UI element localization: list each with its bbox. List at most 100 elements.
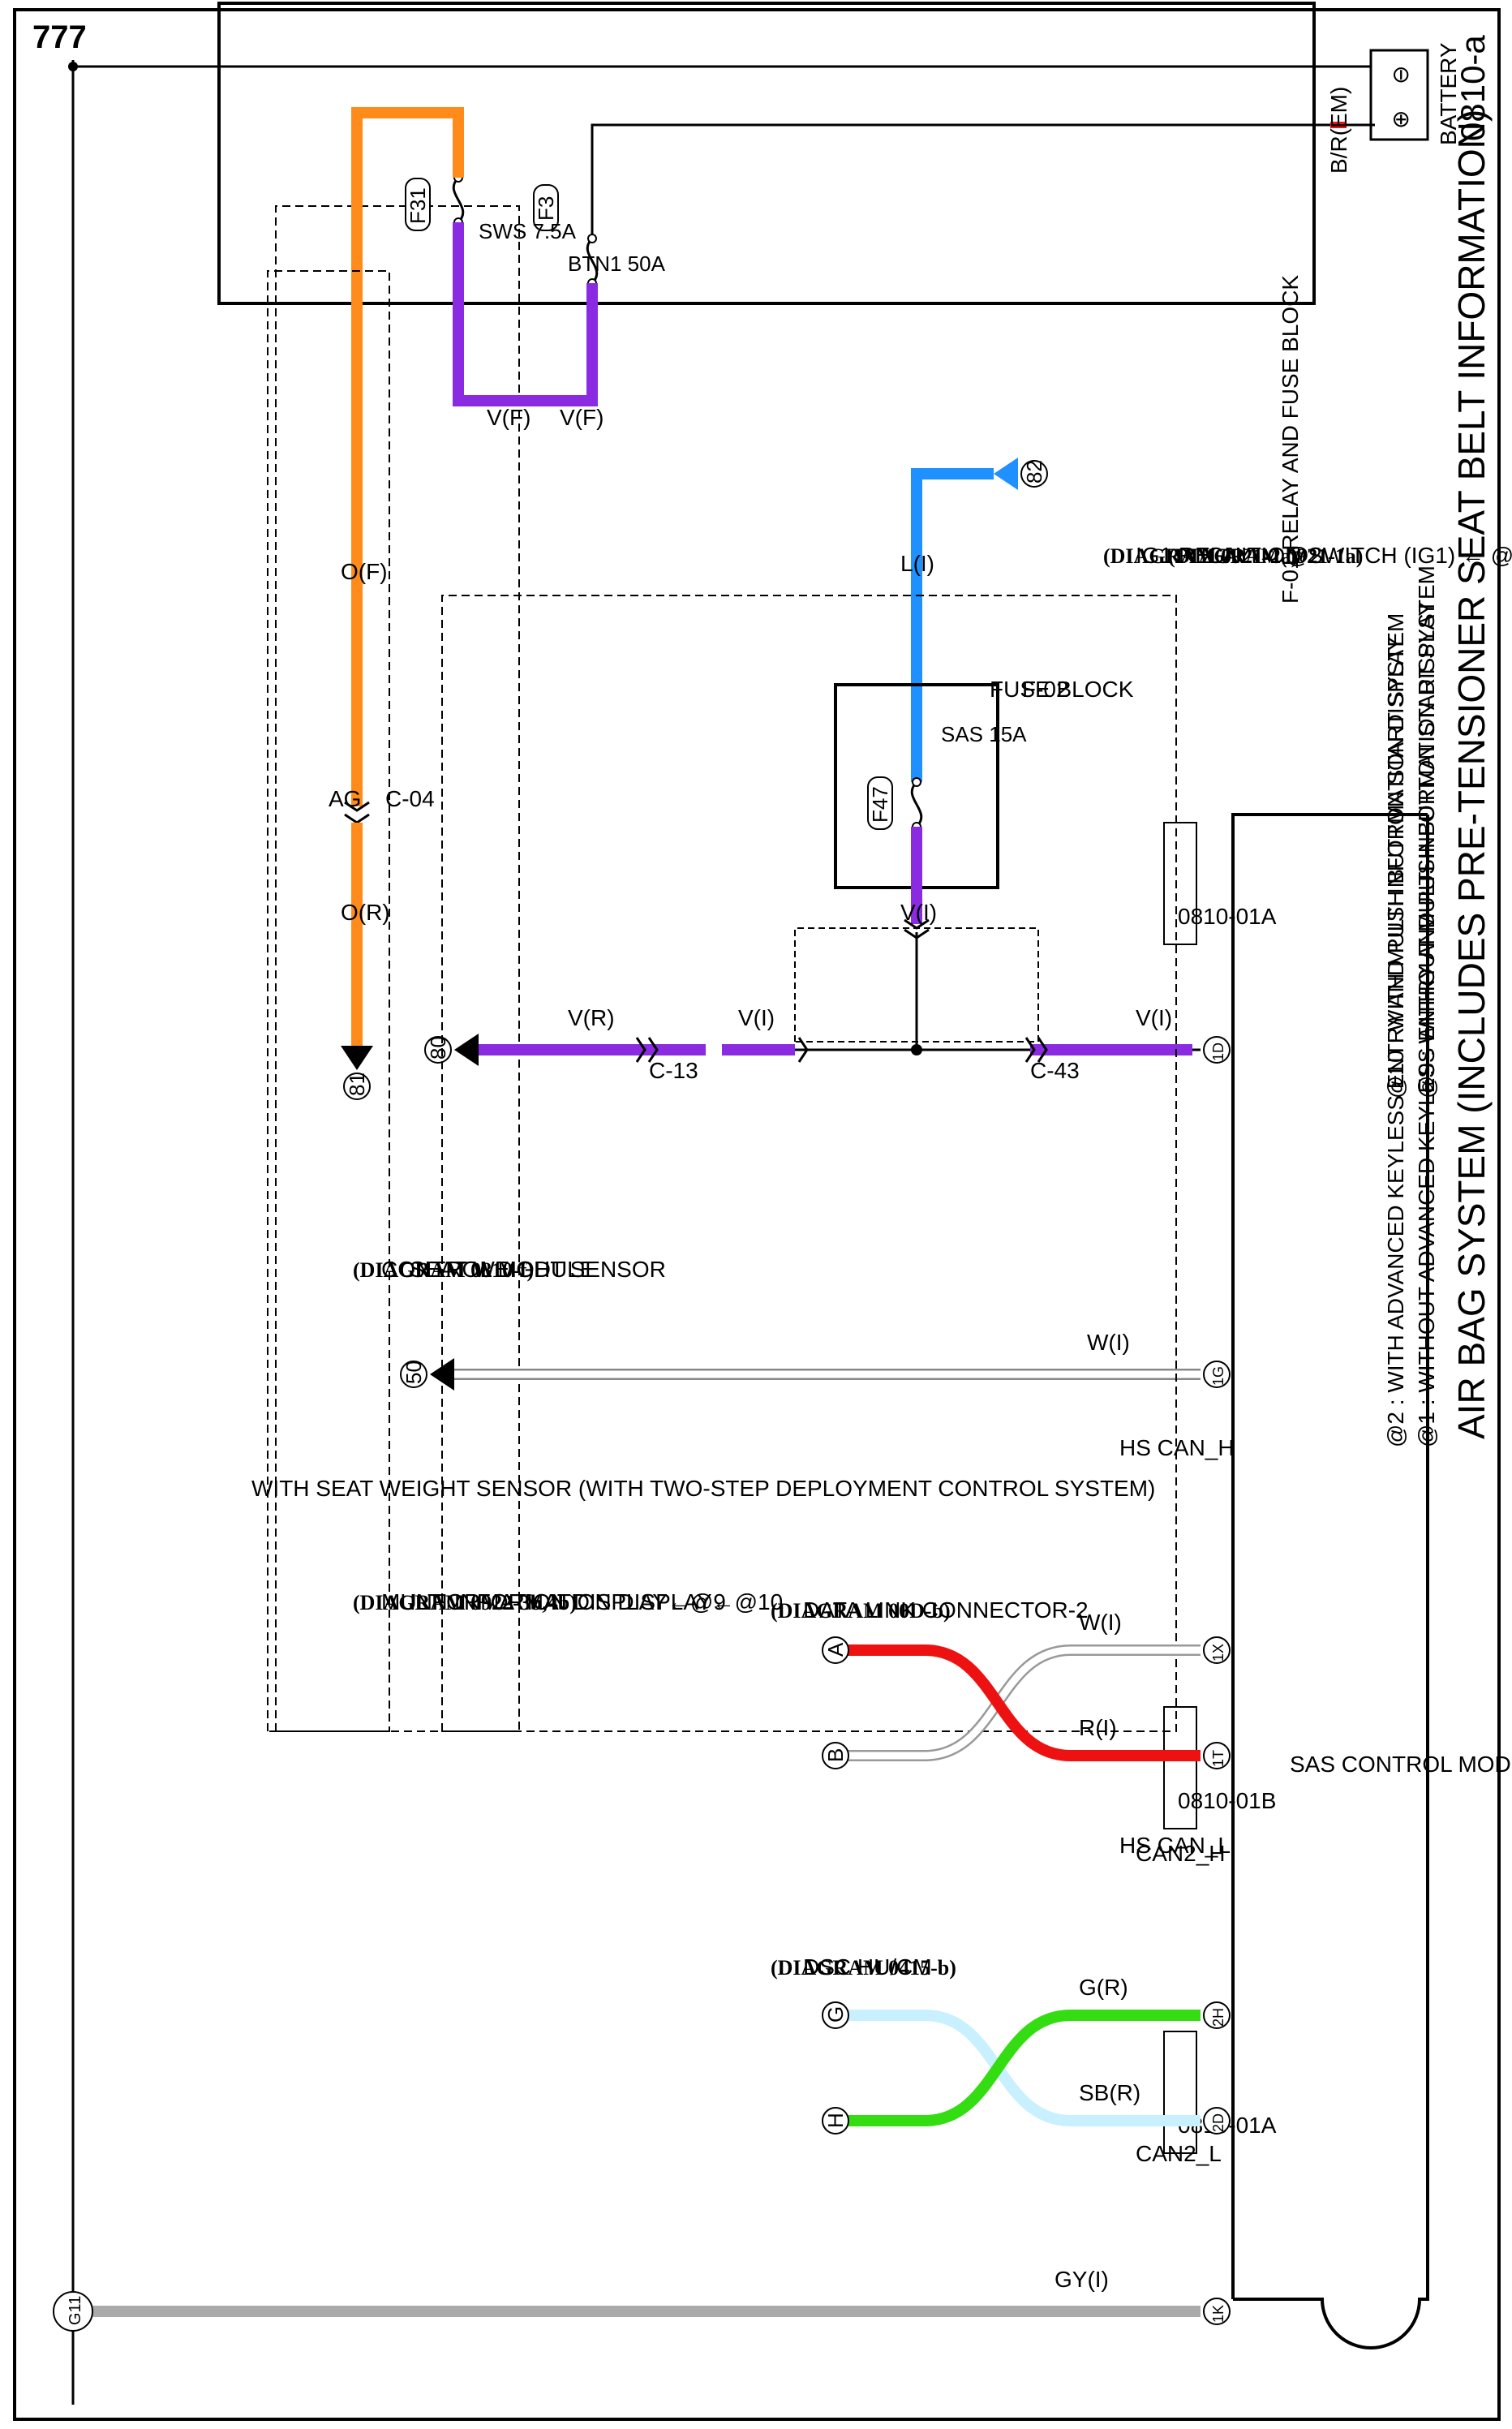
info-line-3: (DIAGRAM 0922-3b,4b): [353, 1591, 577, 1614]
info-line-2: MULTI INFORMATION DISPLAY←@10: [381, 1589, 783, 1614]
pin-1k: 1K: [1210, 2305, 1226, 2323]
pin-1t-circle: [1203, 1742, 1231, 1769]
wire-can-l: [844, 1644, 1201, 1761]
connector-c04-label: C-04: [385, 786, 435, 811]
battery-minus-icon: ⊖: [1388, 66, 1413, 84]
ref-81: 81: [345, 1073, 369, 1096]
dlc-pin-b-circle: [822, 1742, 849, 1769]
dsc-line-2: (DIAGRAM 0415-b): [771, 1956, 956, 1980]
ref-80-circle: [424, 1036, 452, 1064]
info-line-1: INFORMATION DISPLAY←@9: [410, 1589, 726, 1614]
connector-vi-top: [904, 918, 930, 939]
dlc-pin-b: B: [823, 1748, 848, 1762]
wire-sbr-label: SB(R): [1079, 2080, 1140, 2105]
connector-c43: [1024, 1037, 1048, 1063]
ignition-line-3: IG1 RELAY ← @2: [1136, 543, 1322, 568]
pin-1x: 1X: [1210, 1644, 1226, 1662]
note-2: @2 : WITH ADVANCED KEYLESS ENTRY AND PUS…: [1383, 613, 1408, 1447]
pin-1k-circle: [1203, 2298, 1231, 2325]
btn1-feed: [591, 123, 1314, 239]
fuse-sas-label: SAS 15A: [941, 722, 1027, 746]
relay-block-label: F-01 RELAY AND FUSE BLOCK: [1278, 275, 1303, 604]
pin-1t: 1T: [1210, 1750, 1226, 1767]
ignition-line-2: (DIAGRAM 0921-1a): [1168, 544, 1363, 568]
ignition-line-4: (DIAGRAM 0921-2a): [1103, 544, 1298, 568]
ref-80: 80: [426, 1036, 450, 1060]
wire-vi-top-label: V(I): [1136, 1005, 1172, 1030]
fuse-sas-id-box: [867, 776, 893, 830]
info-display-dashed: [441, 595, 1177, 1732]
wire-l: [911, 468, 994, 725]
tag-0810-01a-top: [1163, 822, 1197, 945]
pin-1g: 1G: [1210, 1366, 1226, 1386]
dlc-line-1: DATA LINK CONNECTOR-2: [803, 1597, 1089, 1623]
ref-82-circle: [1020, 460, 1048, 488]
wire-of: [351, 107, 464, 806]
tag-0810-01a-top-text: 0810-01A: [1178, 904, 1277, 929]
connector-c13-label: C-13: [649, 1058, 698, 1083]
arrow-80: [454, 1034, 479, 1066]
ignition-line-1: IGNITION SWITCH (IG1) ← @1: [1201, 543, 1512, 568]
fuse-block-name: F-02: [1022, 677, 1069, 702]
wire-vf-label-2: V(F): [487, 405, 530, 430]
seat-weight-dest-1: SEAT WEIGHT SENSOR: [410, 1257, 666, 1282]
wire-ri-can-label: R(I): [1079, 1715, 1117, 1740]
pin-2d: 2D: [1210, 2113, 1226, 2132]
fuse-btn1-label: BTN1 50A: [568, 251, 666, 276]
arrow-82: [994, 458, 1018, 490]
dsc-pin-g: G: [823, 2006, 848, 2023]
fuse-sws-label: SWS 7.5A: [479, 219, 577, 243]
connector-c13: [635, 1037, 659, 1063]
dlc-pin-a: A: [823, 1642, 848, 1657]
wire-l-label: L(I): [900, 551, 934, 576]
fuse-sws-id-box: [405, 178, 431, 231]
can2-h-label: CAN2_H: [1136, 1841, 1225, 1866]
sas-pins: 1D 1G 1X 1T 2H 2D 1K: [1203, 1036, 1231, 2325]
fuse-sas-id: F47: [868, 786, 892, 823]
dsc-pin-h: H: [823, 2113, 848, 2128]
hs-can-h-label: HS CAN_H: [1119, 1435, 1235, 1460]
diagram-title: AIR BAG SYSTEM (INCLUDES PRE-TENSIONER S…: [1450, 110, 1493, 1439]
wire-wi-info-label: W(I): [1087, 1330, 1130, 1355]
fuse-sws-id: F31: [406, 187, 430, 224]
page-id: 0810-a: [1454, 35, 1492, 141]
fuse-block-label: FUSE BLOCK: [990, 677, 1134, 702]
hs-can-l-label: HS CAN_L: [1119, 1833, 1231, 1858]
ref-82: 82: [1022, 460, 1046, 484]
outer-border: [13, 8, 1501, 2421]
dsc-pin-h-circle: [822, 2107, 849, 2135]
fuse-sas-symbol: [910, 780, 923, 828]
ref-50: 50: [402, 1361, 426, 1384]
connector-c04-sub: AG: [329, 786, 361, 811]
connector-vi-mid: [797, 1037, 809, 1063]
seat-weight-dashed: [267, 270, 390, 1732]
battery-feed-label: B/R(EM): [1326, 87, 1351, 174]
wire-vi-mid-label: V(I): [738, 1005, 775, 1030]
ground-g11: G11: [67, 2296, 84, 2325]
wire-of-label: O(F): [341, 559, 388, 584]
battery-label: BATTERY: [1436, 42, 1461, 145]
relay-fuse-block: [217, 2, 1316, 305]
dsc-line-1: DSC HU/CM: [803, 1954, 932, 1980]
note-4: @10 : WITH MULTI INFORMATION DISPLAY: [1383, 636, 1408, 1098]
battery-plus-icon: ⊕: [1388, 110, 1413, 129]
seat-weight-dashed-label: WITH SEAT WEIGHT SENSOR (WITH TWO-STEP D…: [251, 1476, 1155, 1501]
seat-weight-dest-3: (DIAGRAM 0810-f): [353, 1258, 534, 1282]
pin-2h-circle: [1203, 2001, 1231, 2029]
pin-1g-circle: [1203, 1361, 1231, 1388]
battery-box: [1369, 49, 1429, 141]
ground-g11-circle: [53, 2291, 93, 2332]
dsc-pin-g-circle: [822, 2001, 849, 2029]
wire-or-label: O(R): [341, 900, 390, 925]
wire-vf-label-1: V(F): [560, 405, 604, 430]
can2-l-label: CAN2_L: [1136, 2141, 1222, 2166]
wire-gy-label: GY(I): [1055, 2267, 1109, 2292]
ground-symbol: 777: [32, 19, 87, 55]
seat-weight-dest-2: CONTROL MODULE: [381, 1257, 595, 1282]
sas-module-body: [1231, 813, 1429, 2349]
dlc-line-2: (DIAGRAM 00D-b): [771, 1599, 951, 1623]
fuse-btn1-symbol: [586, 237, 599, 285]
pin-2h: 2H: [1210, 2008, 1226, 2027]
pin-1d: 1D: [1210, 1043, 1226, 1061]
